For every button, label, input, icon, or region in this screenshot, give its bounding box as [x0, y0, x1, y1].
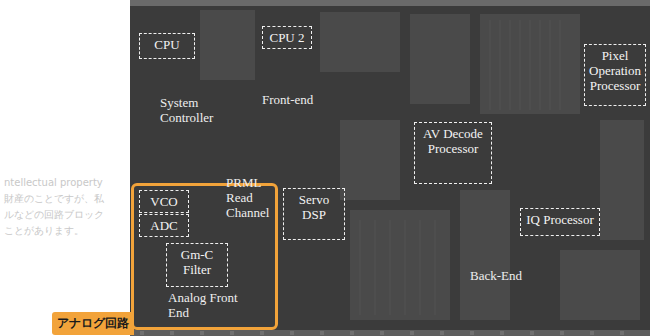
block-label: Gm-C Filter [170, 247, 224, 277]
background-text: ルなどの回路ブロック [4, 208, 130, 221]
cpu-block: CPU 2 [262, 26, 312, 49]
block-label: Pixel Operation Processor [588, 48, 642, 93]
block-label: Front-end [262, 92, 342, 107]
adc-block: ADC [139, 214, 189, 237]
block-label: AV Decode Processor [418, 126, 488, 156]
processor-block: Pixel Operation Processor [584, 44, 646, 106]
background-text: ことがあります。 [4, 224, 130, 237]
block-label: Analog Front End [168, 290, 248, 320]
region-heading: アナログ回路 [52, 312, 134, 335]
block-label: VCO [150, 194, 177, 209]
processor-block: IQ Processor [520, 208, 600, 236]
block-label: Back-End [470, 268, 550, 283]
block-label: ADC [150, 218, 177, 233]
background-text: 財産のことですが、私 [4, 192, 130, 205]
cpu-block: CPU [139, 33, 195, 59]
block-label: IQ Processor [526, 212, 594, 227]
filter-block: Gm-C Filter [166, 243, 228, 287]
dsp-block: Servo DSP [283, 188, 345, 240]
block-label: PRML Read Channel [226, 175, 274, 220]
block-label: Servo DSP [287, 192, 341, 222]
block-label: CPU 2 [269, 30, 304, 45]
block-label: CPU [154, 37, 179, 52]
block-label: System Controller [160, 95, 232, 125]
vco-block: VCO [139, 190, 189, 213]
processor-block: AV Decode Processor [414, 122, 492, 184]
background-text: ntellectual property [4, 176, 130, 189]
